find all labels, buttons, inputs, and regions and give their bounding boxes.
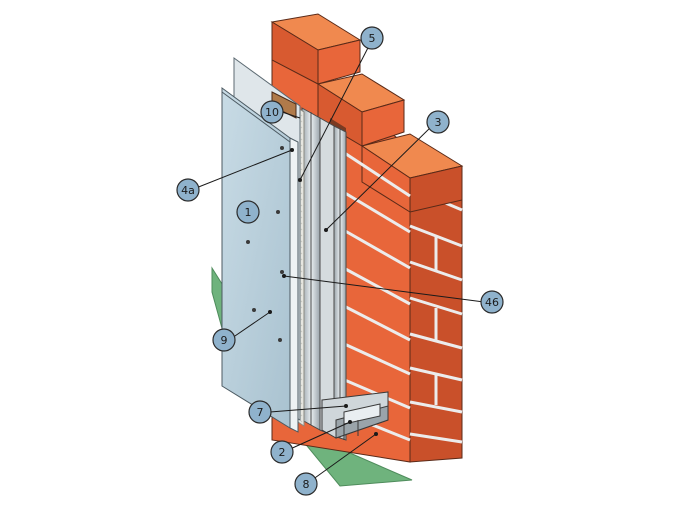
steel-profiles	[301, 107, 347, 441]
svg-text:8: 8	[303, 478, 310, 491]
callout-10: 10	[260, 100, 284, 124]
brick-top-steps	[270, 13, 464, 213]
cladding-board-edge	[289, 137, 299, 433]
leader-lines	[195, 39, 485, 481]
board-joint	[221, 91, 291, 143]
callout-4a: 4a	[176, 178, 200, 202]
callout-46: 46	[480, 290, 504, 314]
svg-text:46: 46	[485, 296, 499, 309]
svg-text:10: 10	[265, 106, 279, 119]
svg-text:2: 2	[279, 446, 286, 459]
callout-2: 2	[270, 440, 294, 464]
callout-9: 9	[212, 328, 236, 352]
svg-text:9: 9	[221, 334, 228, 347]
svg-text:3: 3	[435, 116, 442, 129]
board-screws	[246, 146, 284, 342]
callout-1: 1	[236, 200, 260, 224]
callout-7: 7	[248, 400, 272, 424]
callout-3: 3	[426, 110, 450, 134]
brick-courses-side	[409, 165, 463, 444]
svg-text:4a: 4a	[181, 184, 195, 197]
svg-text:5: 5	[369, 32, 376, 45]
cladding-board-front	[221, 87, 291, 429]
svg-text:1: 1	[245, 206, 252, 219]
callout-5: 5	[360, 26, 384, 50]
brick-courses-face	[339, 148, 411, 442]
svg-text:7: 7	[257, 406, 264, 419]
bottom-track	[321, 391, 389, 440]
leader-dots	[268, 148, 378, 436]
callout-8: 8	[294, 472, 318, 496]
